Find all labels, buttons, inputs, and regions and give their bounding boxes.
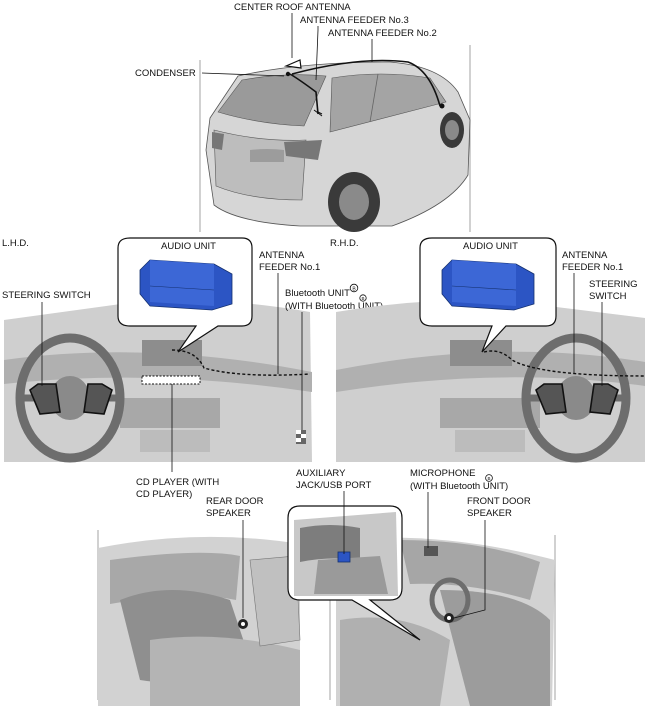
leader-condenser bbox=[201, 72, 285, 77]
marker-circle-bt1 bbox=[349, 283, 359, 293]
marker-mic: B bbox=[487, 476, 490, 481]
label-antenna-feeder-1-lhd-line2: FEEDER No.1 bbox=[259, 262, 320, 273]
label-aux-jack-line2: JACK/USB PORT bbox=[296, 480, 372, 491]
label-antenna-feeder-3: ANTENNA FEEDER No.3 bbox=[300, 15, 409, 26]
marker-circle-bt2 bbox=[359, 294, 367, 302]
label-center-roof-antenna: CENTER ROOF ANTENNA bbox=[234, 2, 351, 13]
label-antenna-feeder-1-rhd-line2: FEEDER No.1 bbox=[562, 262, 623, 273]
lhd-audio-unit-callout bbox=[117, 237, 253, 353]
label-steering-switch-rhd-line1: STEERING bbox=[589, 279, 638, 290]
label-aux-jack-line1: AUXILIARY bbox=[296, 468, 346, 479]
marker-circle-mic bbox=[485, 474, 493, 482]
aux-jack-callout bbox=[287, 505, 421, 641]
label-antenna-feeder-1-rhd-line1: ANTENNA bbox=[562, 250, 608, 261]
label-rear-door-speaker-line1: REAR DOOR bbox=[206, 496, 264, 507]
label-cd-player-line2: CD PLAYER) bbox=[136, 489, 192, 500]
marker-bt2: B bbox=[361, 296, 364, 301]
rear-interior bbox=[97, 530, 331, 706]
label-condenser: CONDENSER bbox=[135, 68, 196, 79]
label-front-door-speaker-line2: SPEAKER bbox=[467, 508, 512, 519]
leader-antenna-feeder-3 bbox=[315, 26, 319, 81]
lhd-dashboard bbox=[4, 299, 312, 463]
vehicle-exterior bbox=[199, 45, 471, 232]
rhd-dashboard bbox=[336, 299, 645, 463]
label-steering-switch-lhd: STEERING SWITCH bbox=[2, 290, 91, 301]
label-microphone-line2: (WITH Bluetooth UNIT) bbox=[410, 481, 508, 492]
label-lhd: L.H.D. bbox=[2, 238, 29, 249]
label-audio-unit-rhd: AUDIO UNIT bbox=[463, 241, 518, 252]
marker-bt1: B bbox=[352, 287, 356, 293]
label-microphone-line1: MICROPHONE bbox=[410, 468, 475, 479]
label-rhd: R.H.D. bbox=[330, 238, 359, 249]
label-bluetooth-unit-line1: Bluetooth UNIT bbox=[285, 288, 350, 299]
label-antenna-feeder-2: ANTENNA FEEDER No.2 bbox=[328, 28, 437, 39]
label-cd-player-line1: CD PLAYER (WITH bbox=[136, 477, 219, 488]
rhd-audio-unit-callout bbox=[419, 237, 557, 353]
label-antenna-feeder-1-lhd-line1: ANTENNA bbox=[259, 250, 305, 261]
label-bluetooth-unit-line2: (WITH Bluetooth UNIT) bbox=[285, 301, 383, 312]
label-steering-switch-rhd-line2: SWITCH bbox=[589, 291, 627, 302]
lhd-antenna-feeder-1-path bbox=[171, 349, 311, 376]
label-rear-door-speaker-line2: SPEAKER bbox=[206, 508, 251, 519]
rhd-antenna-feeder-1-path bbox=[483, 350, 646, 377]
label-front-door-speaker-line1: FRONT DOOR bbox=[467, 496, 531, 507]
leader-front-door-speaker bbox=[453, 520, 486, 619]
label-audio-unit-lhd: AUDIO UNIT bbox=[161, 241, 216, 252]
